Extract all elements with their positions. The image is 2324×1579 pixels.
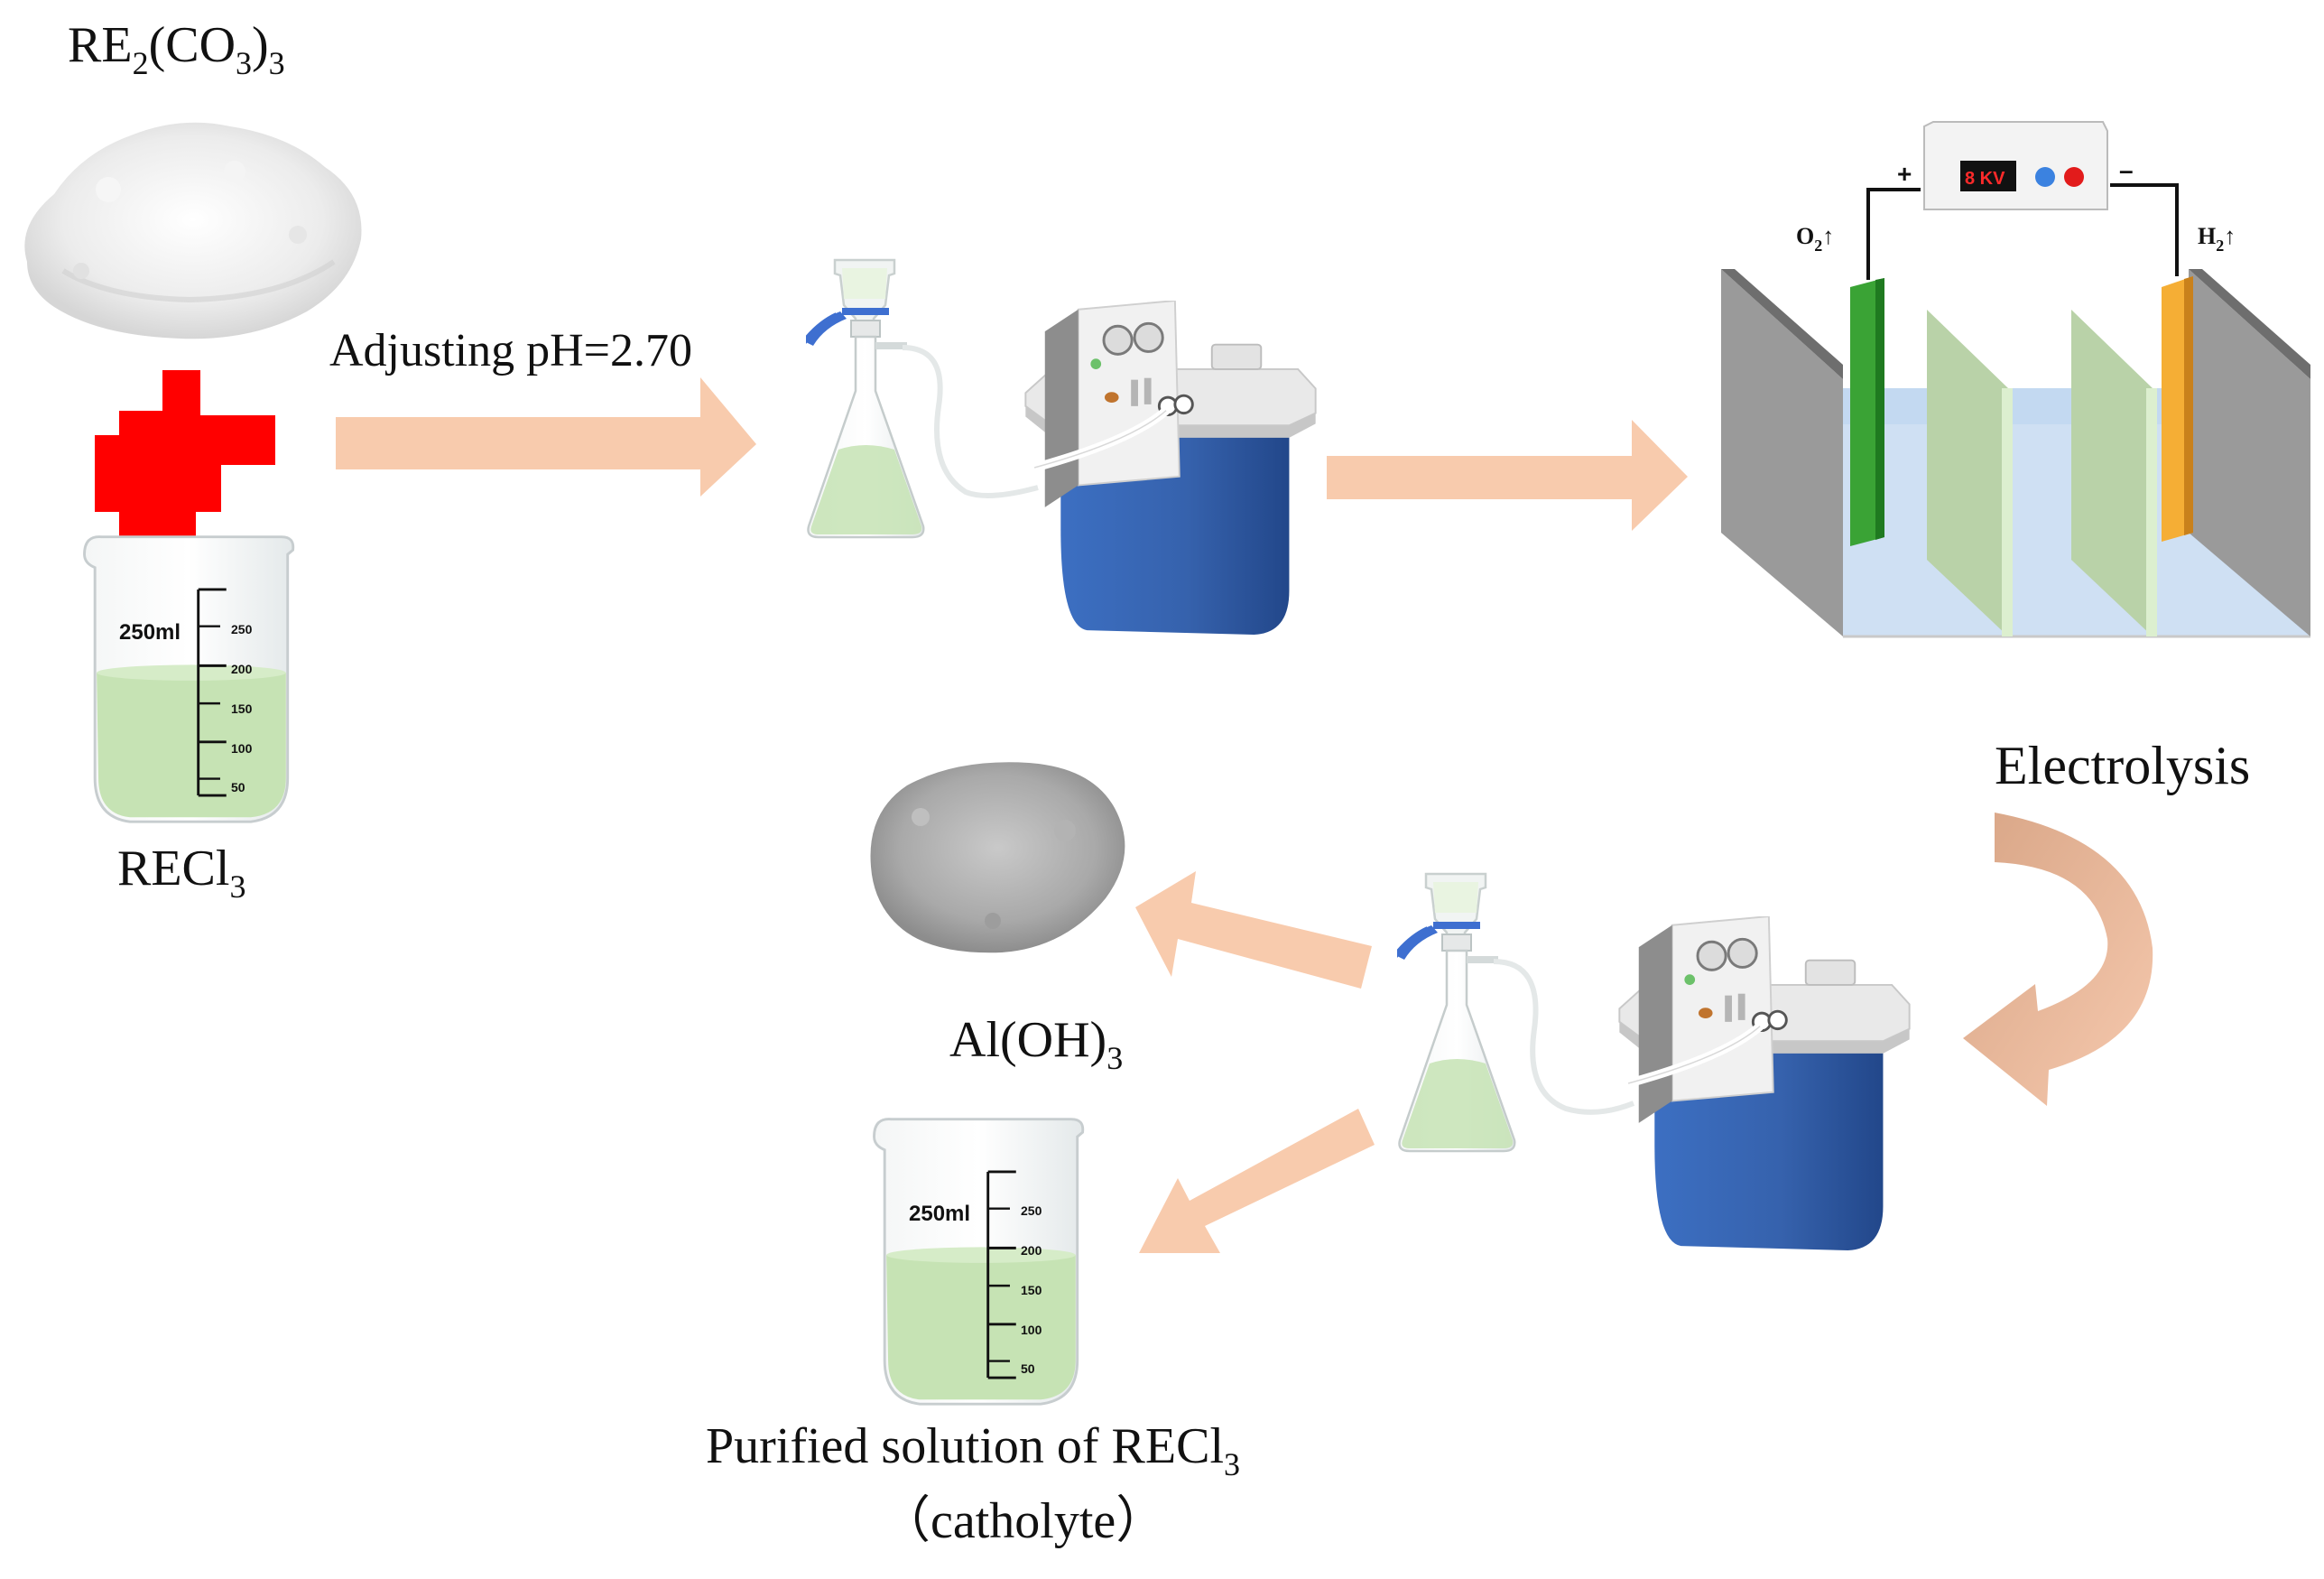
vacuum-pump-icon <box>1619 916 1909 1250</box>
vacuum-tube <box>1493 959 1635 1115</box>
beaker-tick-label: 250 <box>1021 1203 1042 1218</box>
purified-solution-beaker-icon <box>872 1117 1085 1406</box>
aloh3-powder-icon <box>870 762 1125 953</box>
voltage-display: 8 KV <box>1965 169 2005 189</box>
vacuum-filter-flask-icon <box>1386 874 1514 1151</box>
beaker-tick-label: 200 <box>231 662 253 676</box>
aloh3-label: Al(OH)3 <box>949 1012 1123 1076</box>
vacuum-tube <box>902 345 1039 498</box>
arrow-adjust <box>336 377 756 497</box>
beaker-tick-label: 50 <box>1021 1361 1035 1376</box>
beaker-volume-label: 250ml <box>119 620 181 645</box>
arrow-to-purified <box>1139 1109 1375 1253</box>
re2co3-label: RE2(CO3)3 <box>68 17 285 81</box>
electrolytic-cell-icon <box>1721 183 2310 638</box>
vacuum-filter-flask-icon <box>795 260 923 537</box>
beaker-tick-label: 200 <box>1021 1243 1042 1258</box>
oxygen-gas-label: O2↑ <box>1796 223 1834 255</box>
recl3-beaker-icon <box>82 534 295 823</box>
positive-terminal-label: + <box>1897 160 1912 188</box>
beaker-tick-label: 100 <box>231 741 253 756</box>
re2co3-powder-icon <box>24 122 362 339</box>
recl3-label: RECl3 <box>117 841 245 905</box>
beaker-tick-label: 150 <box>231 701 253 716</box>
red-plus-icon <box>95 370 275 537</box>
purified-solution-label: Purified solution of RECl3 <box>706 1418 1240 1482</box>
electrolysis-label: Electrolysis <box>1995 736 2250 795</box>
arrow-to-cell <box>1327 420 1688 531</box>
negative-terminal-label: – <box>2119 156 2134 184</box>
hydrogen-gas-label: H2↑ <box>2198 223 2236 255</box>
catholyte-label: （catholyte） <box>880 1493 1166 1549</box>
power-supply-icon <box>1923 121 2108 210</box>
beaker-tick-label: 50 <box>231 780 245 794</box>
adjust-ph-label: Adjusting pH=2.70 <box>329 325 692 376</box>
beaker-tick-label: 100 <box>1021 1323 1042 1337</box>
beaker-tick-label: 250 <box>231 622 253 636</box>
arrow-to-aloh3 <box>1135 871 1372 989</box>
vacuum-pump-icon <box>1025 301 1315 635</box>
curved-arrow-electrolysis <box>1963 813 2153 1106</box>
beaker-tick-label: 150 <box>1021 1283 1042 1297</box>
beaker-volume-label: 250ml <box>909 1202 970 1226</box>
